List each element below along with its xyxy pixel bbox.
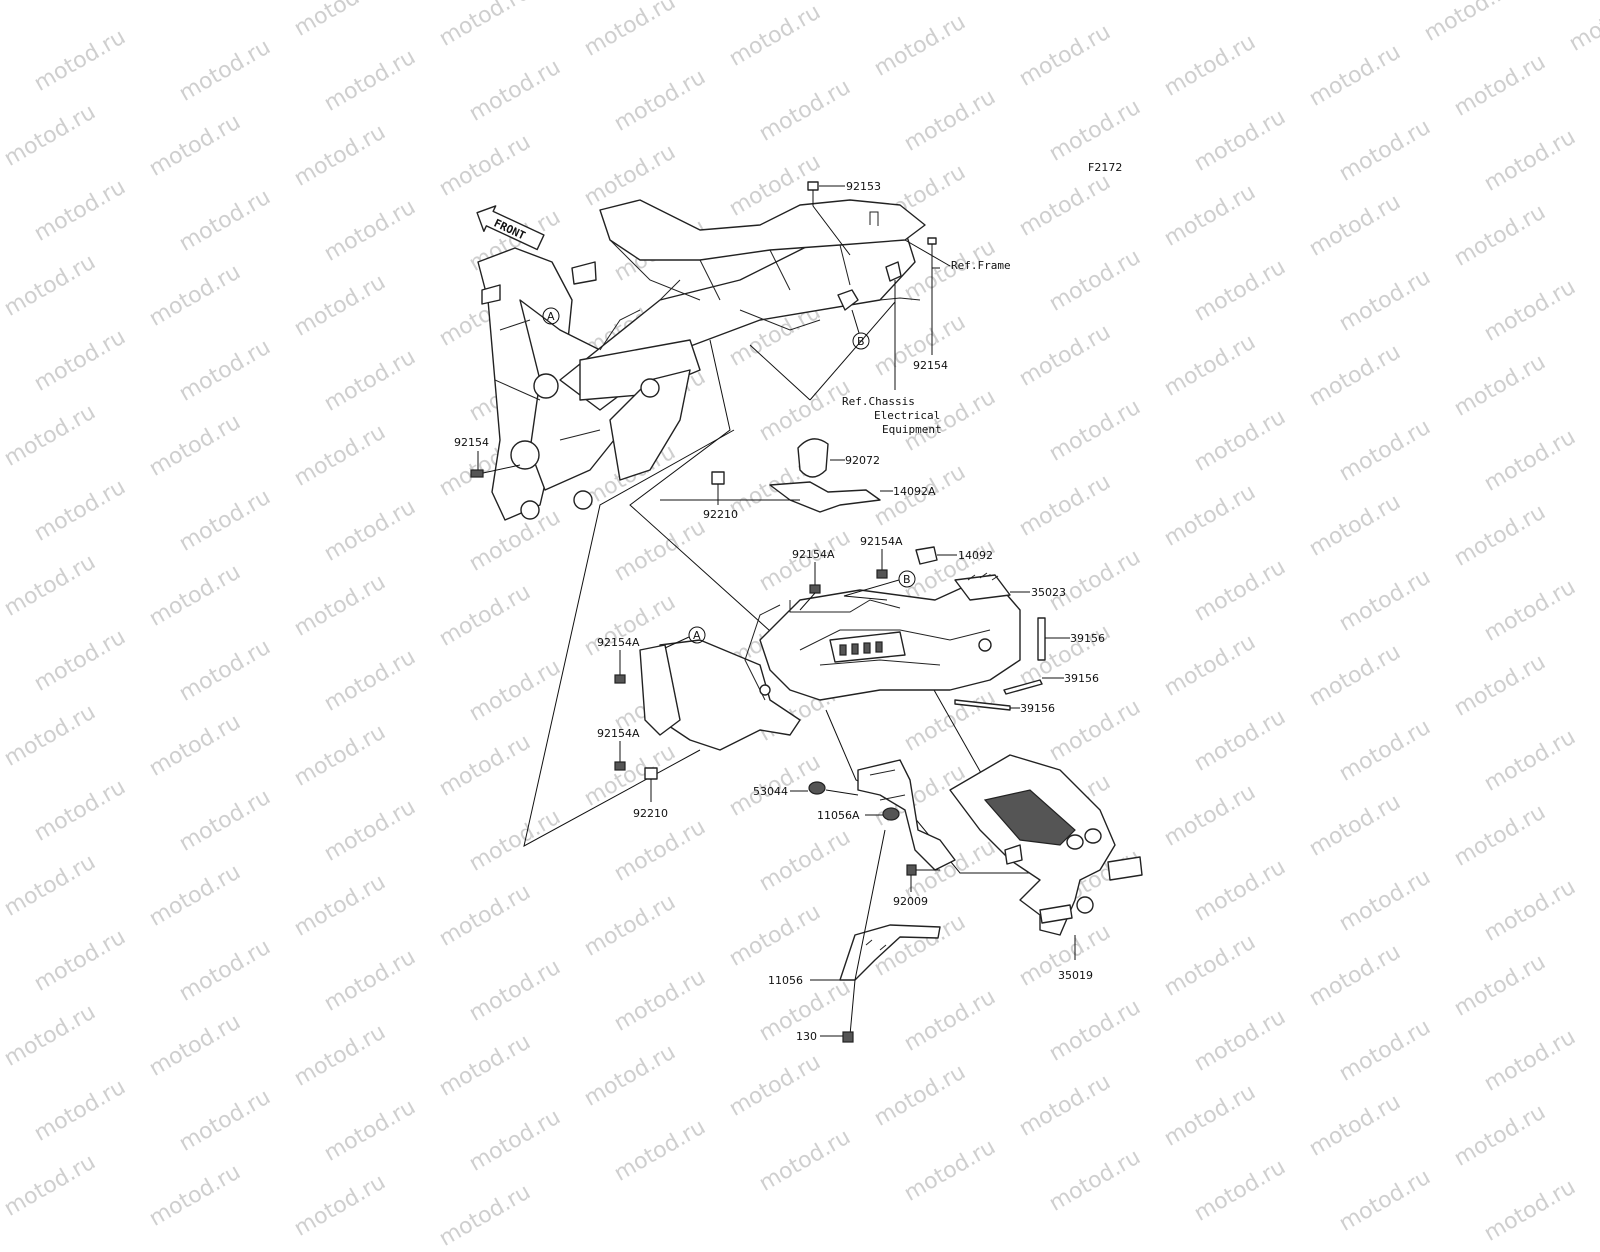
bolt-92154-right: 92154 [913, 237, 948, 372]
part-11056A: 11056A [817, 807, 900, 822]
part-39156-2-label: 39156 [1064, 672, 1099, 685]
callout-a-top: A [542, 307, 560, 325]
callout-b-lower-label: B [903, 573, 911, 586]
collar-92210-upper: 92210 [703, 471, 738, 521]
tail-unit-35019: 35019 [949, 754, 1143, 982]
bolt-92154A-3: 92154A [597, 636, 640, 684]
part-92153-label: 92153 [846, 180, 881, 193]
bolt-92154-left: 92154 [454, 436, 521, 478]
callout-a-lower-label: A [693, 629, 701, 642]
part-92154-left-label: 92154 [454, 436, 489, 449]
strip-39156-3: 39156 [954, 699, 1055, 715]
callout-a-top-label: A [547, 310, 555, 323]
part-14092-label: 14092 [958, 549, 993, 562]
diagram-canvas: FRONT A [454, 161, 1143, 1043]
part-92154A-3-label: 92154A [597, 636, 640, 649]
part-39156-1-label: 39156 [1070, 632, 1105, 645]
callout-b-top: B [851, 309, 870, 350]
bolt-92154A-2: 92154A [860, 535, 903, 579]
strip-39156-1: 39156 [1037, 617, 1105, 661]
part-92009-label: 92009 [893, 895, 928, 908]
part-53044-label: 53044 [753, 785, 788, 798]
ref-frame: Ref.Frame [904, 239, 1011, 272]
part-92154A-4-label: 92154A [597, 727, 640, 740]
bolt-92154A-4: 92154A [597, 727, 640, 771]
rear-fender-assembly [639, 572, 1021, 751]
band-92072: 92072 [797, 438, 880, 478]
license-bracket [857, 759, 956, 871]
ref-chassis: Ref.Chassis Electrical Equipment [749, 261, 942, 436]
part-11056-label: 11056 [768, 974, 803, 987]
part-35019-label: 35019 [1058, 969, 1093, 982]
part-92072-label: 92072 [845, 454, 880, 467]
part-92154-right-label: 92154 [913, 359, 948, 372]
callout-b-lower: B [843, 570, 916, 601]
cap-14092: 14092 [915, 546, 993, 565]
callout-a-lower: A [664, 626, 706, 649]
bolt-92153: 92153 [807, 180, 881, 256]
grommet-53044: 53044 [753, 781, 859, 798]
part-92210-upper-label: 92210 [703, 508, 738, 521]
bolt-130: 130 [796, 1030, 854, 1043]
part-130-label: 130 [796, 1030, 817, 1043]
ref-chassis-line3: Equipment [882, 423, 942, 436]
part-14092A-label: 14092A [893, 485, 936, 498]
part-35023-label: 35023 [1031, 586, 1066, 599]
screw-92009: 92009 [893, 864, 940, 908]
part-35023: 35023 [1010, 586, 1066, 599]
ref-chassis-line1: Ref.Chassis [842, 395, 915, 408]
part-11056A-label: 11056A [817, 809, 860, 822]
bracket-14092A: 14092A [769, 481, 936, 513]
bolt-92154A-1: 92154A [792, 548, 835, 611]
part-39156-3-label: 39156 [1020, 702, 1055, 715]
main-frame [477, 199, 926, 521]
part-92154A-2-label: 92154A [860, 535, 903, 548]
collar-92210-lower: 92210 [633, 767, 668, 820]
ref-frame-label: Ref.Frame [951, 259, 1011, 272]
ref-chassis-line2: Electrical [874, 409, 940, 422]
part-92154A-1-label: 92154A [792, 548, 835, 561]
part-92210-lower-label: 92210 [633, 807, 668, 820]
strip-39156-2: 39156 [1003, 672, 1099, 695]
bracket-11056: 11056 [768, 829, 941, 1036]
front-arrow: FRONT [476, 205, 545, 251]
figure-code: F2172 [1088, 161, 1122, 174]
